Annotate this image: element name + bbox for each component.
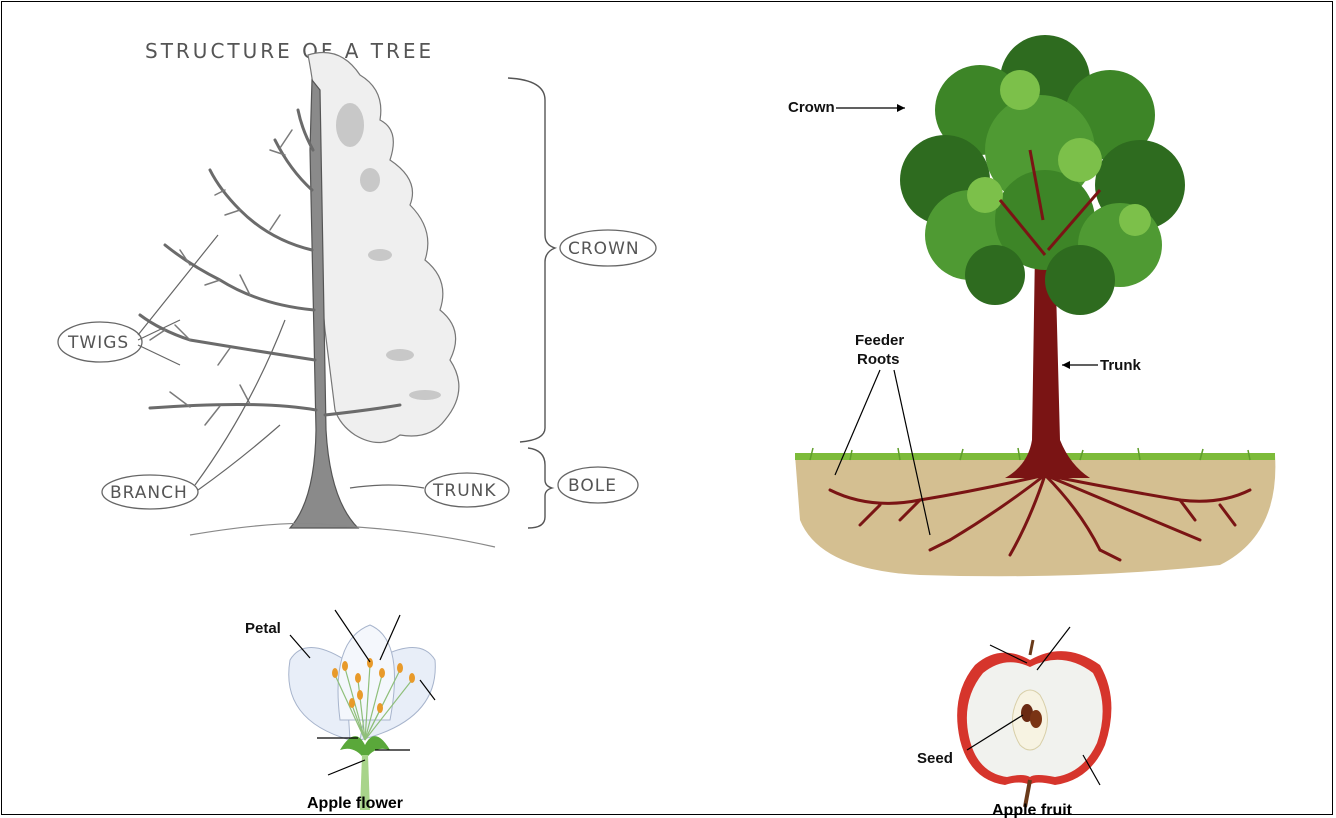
apple-flower-panel: Petal Apple flower	[240, 600, 480, 815]
label-branch: BRANCH	[110, 483, 188, 503]
label-roots: Roots	[857, 351, 900, 368]
sketch-foliage	[308, 53, 459, 443]
sketch-title: STRUCTURE OF A TREE	[145, 39, 434, 63]
fruit-caption: Apple fruit	[992, 802, 1073, 818]
tree-sketch-panel: STRUCTURE OF A TREE TWIGS BRANCH	[40, 30, 680, 575]
label-petal: Petal	[245, 620, 281, 637]
label-trunk: Trunk	[1100, 357, 1141, 374]
trunk-arrow	[350, 485, 424, 488]
apple-calyx	[1030, 640, 1033, 655]
label-trunk-sketch: TRUNK	[432, 481, 497, 501]
crown-arrow-head	[897, 104, 905, 112]
label-crown: Crown	[788, 99, 835, 116]
trunk-pointer-head	[1062, 361, 1070, 369]
label-twigs: TWIGS	[67, 333, 129, 353]
flower-caption: Apple flower	[307, 795, 403, 812]
apple-fruit-panel: Seed Apple fruit	[905, 615, 1165, 818]
bole-bracket	[528, 448, 552, 528]
crown-bracket	[508, 78, 555, 442]
label-feeder: Feeder	[855, 332, 904, 349]
label-crown-sketch: CROWN	[568, 239, 640, 259]
label-seed: Seed	[917, 750, 953, 767]
sketch-twigs	[150, 130, 292, 425]
label-bole: BOLE	[568, 476, 617, 496]
tree-illustration-panel: Crown Feeder Roots Trunk	[780, 20, 1300, 585]
apple-seed-2	[1030, 710, 1042, 728]
